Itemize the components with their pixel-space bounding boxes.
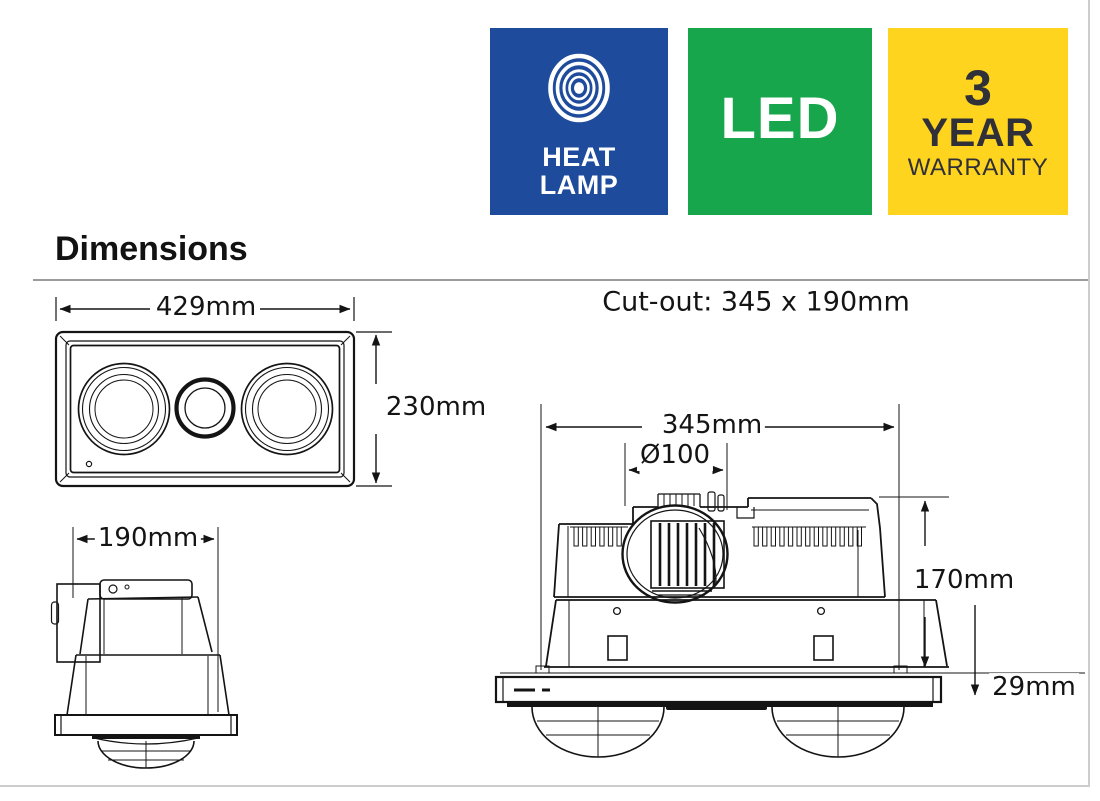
dim-body-width: 345mm <box>658 410 766 441</box>
heat-lamp-label-line2: LAMP <box>539 170 619 200</box>
page-edge-right <box>1088 0 1090 786</box>
led-label: LED <box>720 86 840 151</box>
heat-lamp-label-line1: HEAT <box>542 142 616 172</box>
dim-body-height: 170mm <box>910 565 1018 596</box>
cutout-note: Cut-out: 345 x 190mm <box>599 286 913 318</box>
side-view-drawing <box>50 527 238 769</box>
dim-side-depth: 190mm <box>94 523 202 554</box>
warranty-badge: 3 YEAR WARRANTY <box>888 28 1068 215</box>
dim-front-height: 230mm <box>382 392 490 423</box>
dim-front-width: 429mm <box>152 292 260 323</box>
page-edge-bottom <box>0 785 1090 787</box>
warranty-number: 3 <box>964 60 992 116</box>
elevation-drawing <box>494 404 1085 758</box>
heat-lamp-badge: HEAT LAMP <box>490 28 668 215</box>
led-badge: LED <box>688 28 872 215</box>
heat-lamp-icon <box>548 53 610 123</box>
page-title: Dimensions <box>55 230 248 268</box>
front-view-drawing <box>54 297 392 488</box>
section-divider <box>33 279 1089 281</box>
warranty-year-label: YEAR <box>921 111 1035 155</box>
dim-duct-diameter: Ø100 <box>636 440 714 471</box>
warranty-word-label: WARRANTY <box>907 154 1049 181</box>
dim-flange-height: 29mm <box>989 672 1079 703</box>
